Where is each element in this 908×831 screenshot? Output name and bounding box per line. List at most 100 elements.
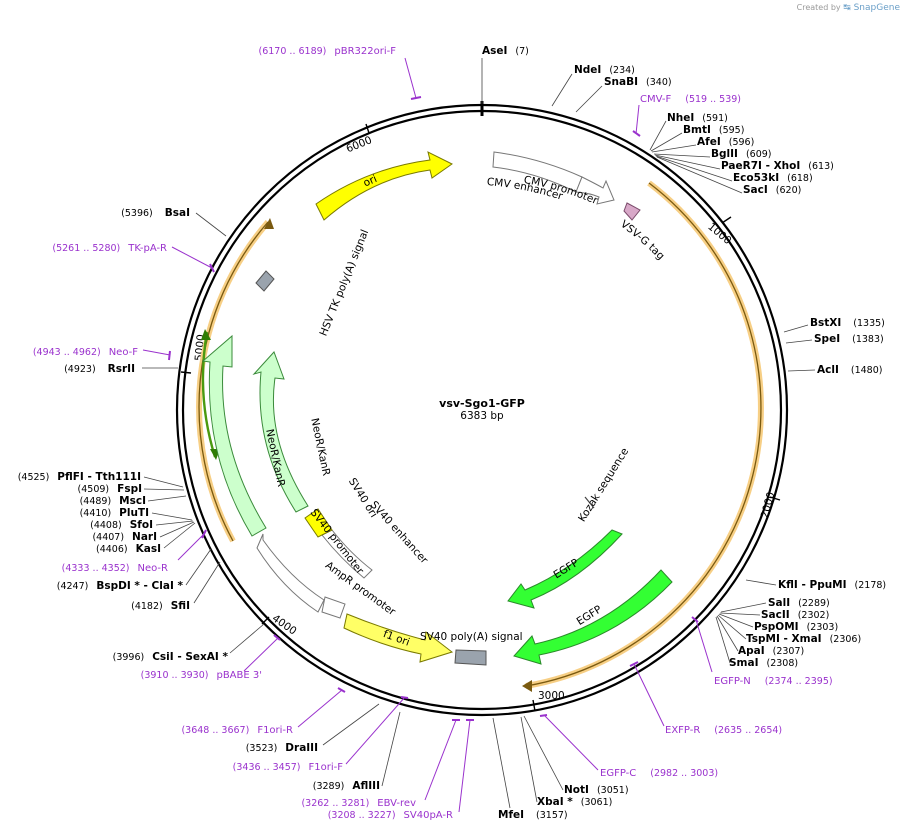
leader-pluti	[151, 512, 193, 521]
primer-ebv-rev-name: EBV-rev	[377, 798, 416, 809]
enzyme-snabi-pos: (340)	[646, 77, 672, 88]
leader-afliii	[381, 711, 401, 787]
primer-cmv-f: CMV-F(519 .. 539)	[640, 94, 741, 105]
feature-sv40-polya	[454, 649, 487, 666]
feature-neor-inner	[252, 351, 309, 513]
leader-kfli	[745, 579, 777, 586]
primer-mark-neo-r	[201, 529, 207, 539]
enzyme-sfoi-name: SfoI	[130, 519, 153, 531]
leader-nhei	[649, 120, 667, 151]
primer-egfp-n: EGFP-N(2374 .. 2395)	[714, 676, 833, 687]
enzyme-bmti-name: BmtI	[683, 124, 711, 136]
enzyme-noti-pos: (3051)	[597, 785, 629, 796]
enzyme-sfii-name: SfiI	[171, 600, 190, 612]
leader-draiii	[322, 703, 380, 746]
primer-mark-f1ori-r	[337, 687, 346, 693]
enzyme-asei-name: AseI	[482, 45, 507, 57]
enzyme-acli-name: AclI	[817, 364, 839, 376]
enzyme-pflfi: (4525)PflFI - Tth111I	[18, 471, 141, 483]
enzyme-tspmi-pos: (2306)	[830, 634, 862, 645]
snapgene-credit: Created by ↹ SnapGene	[797, 3, 900, 13]
enzyme-bmti-pos: (595)	[719, 125, 745, 136]
orf-arrowhead-bottom	[522, 680, 532, 692]
primer-sv40pa-r: (3208 .. 3227)SV40pA-R	[328, 810, 453, 821]
enzyme-nari: (4407)NarI	[92, 531, 157, 543]
orf-arc-left-core	[198, 221, 269, 542]
feature-label-sv40-ori: SV40 ori	[346, 476, 380, 520]
leader-eco53ki	[655, 155, 733, 182]
enzyme-saci: SacI(620)	[743, 184, 801, 196]
tick-marks	[180, 123, 781, 712]
enzyme-tspmi-name: TspMI - XmaI	[746, 633, 822, 645]
leader-saci	[656, 156, 743, 194]
leader-pflfi	[143, 476, 184, 488]
primer-neo-f: (4943 .. 4962)Neo-F	[33, 347, 138, 358]
enzyme-kasi-pos: (4406)	[96, 544, 128, 555]
enzyme-xbai: XbaI *(3061)	[537, 796, 612, 808]
primer-f1ori-r-name: F1ori-R	[257, 725, 293, 736]
primer-leaders	[142, 57, 713, 813]
enzyme-kfli: KflI - PpuMI(2178)	[778, 579, 886, 591]
enzyme-sali-pos: (2289)	[798, 598, 830, 609]
leader-bspdi	[185, 548, 212, 586]
enzyme-pluti-name: PluTI	[119, 507, 149, 519]
feature-label-vsvg-tag: VSV-G tag	[618, 218, 667, 262]
leader-apai	[716, 615, 739, 652]
enzyme-smai-name: SmaI	[729, 657, 759, 669]
enzyme-spei-name: SpeI	[814, 333, 840, 345]
tick-6000	[365, 123, 370, 134]
enzyme-kasi-name: KasI	[136, 543, 161, 555]
feature-cmv-promoter	[575, 176, 615, 205]
enzyme-acli: AclI (1480)	[817, 364, 882, 376]
vsvg-label-text: VSV-G tag	[618, 218, 667, 262]
enzyme-bspdi-name: BspDI * - ClaI *	[96, 580, 183, 592]
enzyme-asei-pos: (7)	[515, 46, 528, 57]
primer-neo-r-name: Neo-R	[138, 563, 169, 574]
leader-bsai	[195, 212, 227, 237]
leader-sfoi	[155, 520, 194, 526]
enzyme-nari-name: NarI	[132, 531, 157, 543]
leader-msci	[147, 495, 187, 502]
leader-afei	[651, 144, 697, 153]
enzyme-draiii-name: DraIII	[285, 742, 318, 754]
enzyme-bglii-pos: (609)	[746, 149, 772, 160]
primer-neo-f-pos: (4943 .. 4962)	[33, 347, 101, 358]
enzyme-eco53ki-name: Eco53kI	[733, 172, 779, 184]
enzyme-draiii-pos: (3523)	[246, 743, 278, 754]
feature-kozak	[584, 496, 595, 509]
enzyme-noti: NotI (3051)	[564, 784, 629, 796]
enzyme-pflfi-name: PflFI - Tth111I	[57, 471, 141, 483]
leader-tspmi	[717, 614, 747, 640]
feature-sv40-promoter	[256, 533, 325, 613]
primer-pbr322ori-f-name: pBR322ori-F	[334, 46, 396, 57]
feature-egfp1	[507, 529, 623, 609]
enzyme-acli-pos: (1480)	[851, 365, 883, 376]
enzyme-bglii: BglII(609)	[711, 148, 771, 160]
primer-f1ori-r: (3648 .. 3667)F1ori-R	[181, 725, 293, 736]
enzyme-pspomi-name: PspOMI	[754, 621, 799, 633]
enzyme-smai-pos: (2308)	[767, 658, 799, 669]
leader-noti	[523, 715, 564, 791]
primer-mark-tk-pa-r	[209, 263, 215, 273]
enzyme-sacii-pos: (2302)	[798, 610, 830, 621]
enzyme-afei-pos: (596)	[729, 137, 755, 148]
primer-leader-egfp-n	[695, 619, 713, 673]
enzyme-afliii: (3289)AflIII	[313, 780, 380, 792]
enzyme-xhoi-pos: (613)	[808, 161, 834, 172]
enzyme-kfli-name: KflI - PpuMI	[778, 579, 847, 591]
enzyme-noti-name: NotI	[564, 784, 589, 796]
primer-mark-f1ori-f	[400, 696, 409, 699]
enzyme-leaders	[142, 58, 816, 809]
feature-ampr-promoter	[321, 596, 346, 619]
enzyme-snabi: SnaBI(340)	[604, 76, 672, 88]
leader-snabi	[575, 85, 603, 113]
primer-egfp-c: EGFP-C(2982 .. 3003)	[600, 768, 718, 779]
tick-3000	[532, 699, 536, 712]
enzyme-eco53ki-pos: (618)	[787, 173, 813, 184]
enzyme-asei: AseI (7)	[482, 45, 529, 57]
feature-label-ori: ori	[361, 173, 378, 190]
enzyme-xbai-pos: (3061)	[581, 797, 613, 808]
plasmid-length: 6383 bp	[460, 410, 504, 422]
enzyme-csii: (3996)CsiI - SexAI *	[113, 651, 229, 663]
